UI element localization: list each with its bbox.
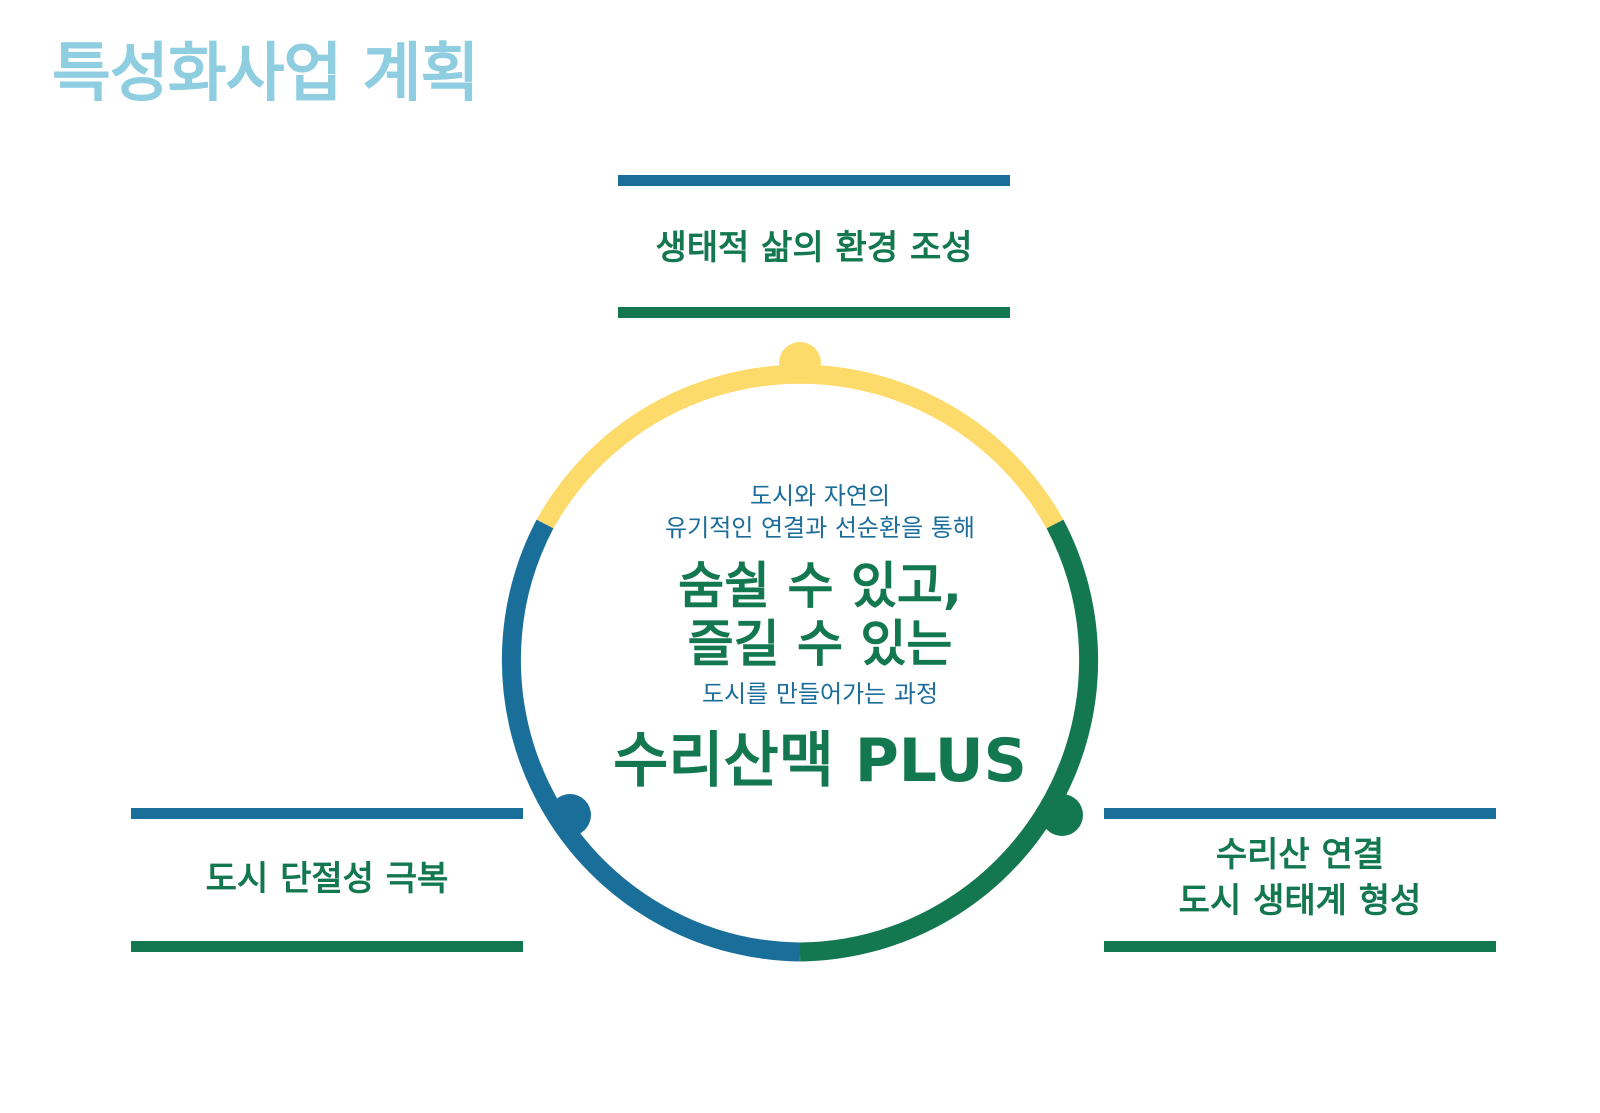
center-highlight-line2: 즐길 수 있는	[687, 615, 953, 673]
center-process-line: 도시를 만들어가는 과정	[701, 680, 939, 708]
left-box-bottom-bar	[131, 941, 523, 952]
center-intro-line1: 도시와 자연의	[749, 482, 891, 510]
right-box-label-line1: 수리산 연결	[1215, 835, 1385, 875]
top-box-top-bar	[618, 175, 1010, 186]
ring-node-right	[1041, 794, 1083, 836]
center-intro-line2: 유기적인 연결과 선순환을 통해	[665, 514, 975, 542]
top-box-label: 생태적 삶의 환경 조성	[655, 228, 973, 268]
ring-node-top	[779, 342, 821, 384]
ring-node-left	[549, 794, 591, 836]
center-highlight-line1: 숨쉴 수 있고,	[678, 557, 962, 615]
left-box-top-bar	[131, 808, 523, 819]
left-box-label: 도시 단절성 극복	[205, 859, 449, 899]
right-box-label-line2: 도시 생태계 형성	[1178, 881, 1422, 921]
top-box-bottom-bar	[618, 307, 1010, 318]
right-box-bottom-bar	[1104, 941, 1496, 952]
page-title: 특성화사업 계획	[52, 37, 479, 111]
right-box-top-bar	[1104, 808, 1496, 819]
center-brand-title: 수리산맥 PLUS	[613, 726, 1027, 796]
